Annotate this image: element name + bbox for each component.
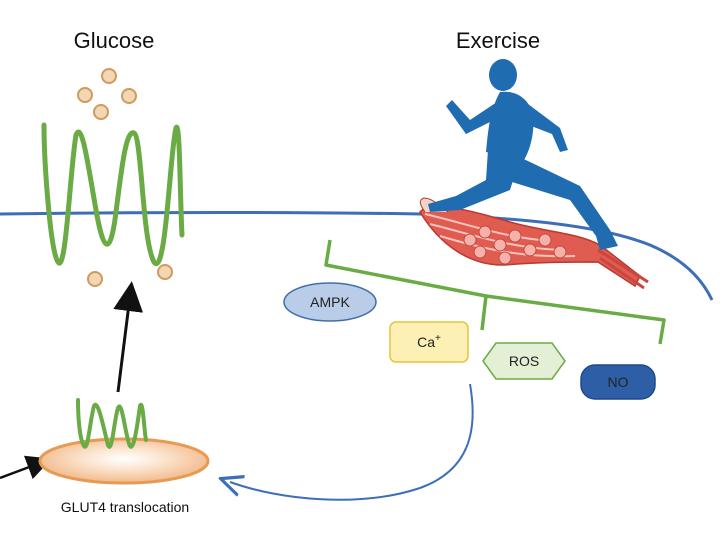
translocation-arrow [113, 281, 144, 393]
ros-node: ROS [482, 342, 566, 380]
glucose-molecule [101, 68, 117, 84]
muscle-icon [419, 197, 649, 290]
no-node: NO [580, 364, 656, 400]
glut4-transporter [41, 122, 185, 267]
ampk-node: AMPK [283, 282, 377, 322]
intracellular-glucose [87, 264, 173, 287]
glut4-translocation-label: GLUT4 translocation [61, 499, 189, 515]
glucose-molecule [93, 104, 109, 120]
ros-label: ROS [509, 353, 539, 369]
extracellular-glucose [77, 68, 137, 120]
signals-bracket [324, 239, 666, 345]
runner-icon [428, 59, 618, 250]
glucose-molecule [121, 88, 137, 104]
vesicle-glut4-transporter [76, 398, 148, 449]
glucose-title: Glucose [74, 28, 155, 53]
calcium-label: Ca+ [417, 333, 441, 350]
glut4-vesicle [38, 437, 210, 485]
calcium-node: Ca+ [389, 321, 469, 363]
signaling-arrow [230, 383, 474, 501]
calcium-charge: + [435, 333, 441, 344]
glucose-molecule [157, 264, 173, 280]
no-label: NO [608, 374, 629, 390]
exercise-title: Exercise [456, 28, 540, 53]
ampk-label: AMPK [310, 294, 350, 310]
incoming-arrow [0, 455, 52, 480]
glucose-molecule [77, 87, 93, 103]
glucose-molecule [87, 271, 103, 287]
